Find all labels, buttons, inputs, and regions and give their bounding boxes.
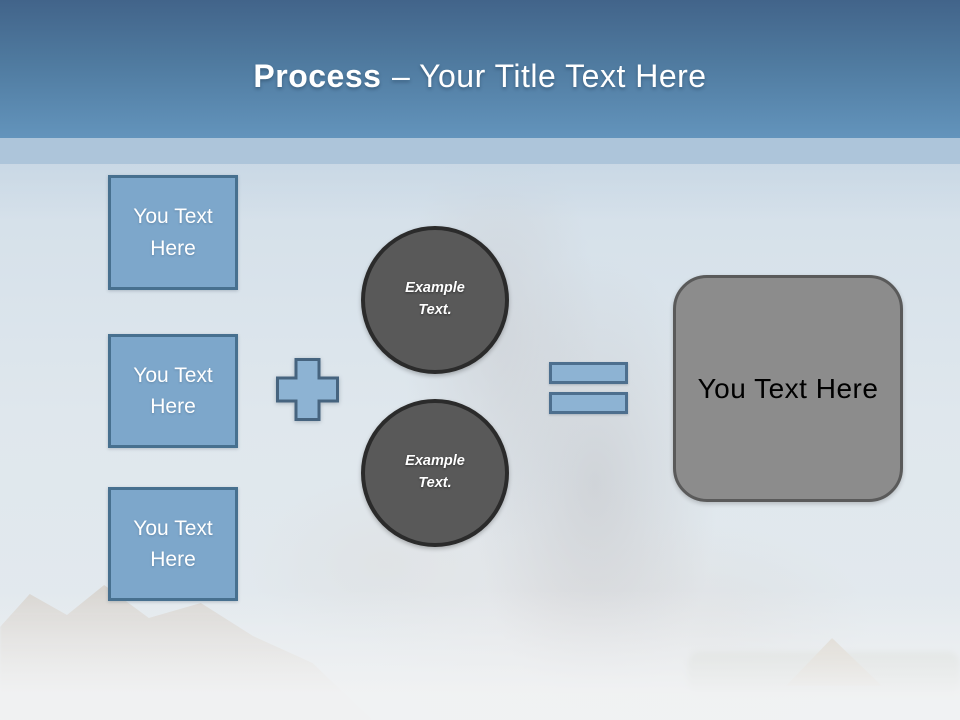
equals-icon[interactable] <box>549 362 628 414</box>
dirt-mound-right <box>786 638 882 686</box>
example-circle-2-label: Example Text. <box>405 453 465 491</box>
text-box-3-label: You Text Here <box>133 516 213 571</box>
text-box-2[interactable]: You Text Here <box>108 334 238 448</box>
example-circle-2[interactable]: Example Text. <box>361 399 509 547</box>
title-bar: Process– Your Title Text Here <box>0 0 960 138</box>
text-box-1[interactable]: You Text Here <box>108 175 238 290</box>
equals-bar-bottom <box>549 392 628 414</box>
treeline-right <box>688 652 960 694</box>
text-box-3[interactable]: You Text Here <box>108 487 238 601</box>
example-circle-1-label: Example Text. <box>405 280 465 318</box>
text-box-1-label: You Text Here <box>133 205 213 260</box>
result-box[interactable]: You Text Here <box>673 275 903 502</box>
title-keyword: Process <box>253 57 382 94</box>
result-box-label: You Text Here <box>697 372 879 404</box>
slide-title[interactable]: Process– Your Title Text Here <box>253 58 706 95</box>
equals-bar-top <box>549 362 628 384</box>
header-divider-band <box>0 138 960 164</box>
example-circle-1[interactable]: Example Text. <box>361 226 509 374</box>
plus-icon[interactable] <box>276 358 339 421</box>
title-rest: – Your Title Text Here <box>391 57 707 94</box>
text-box-2-label: You Text Here <box>133 363 213 418</box>
